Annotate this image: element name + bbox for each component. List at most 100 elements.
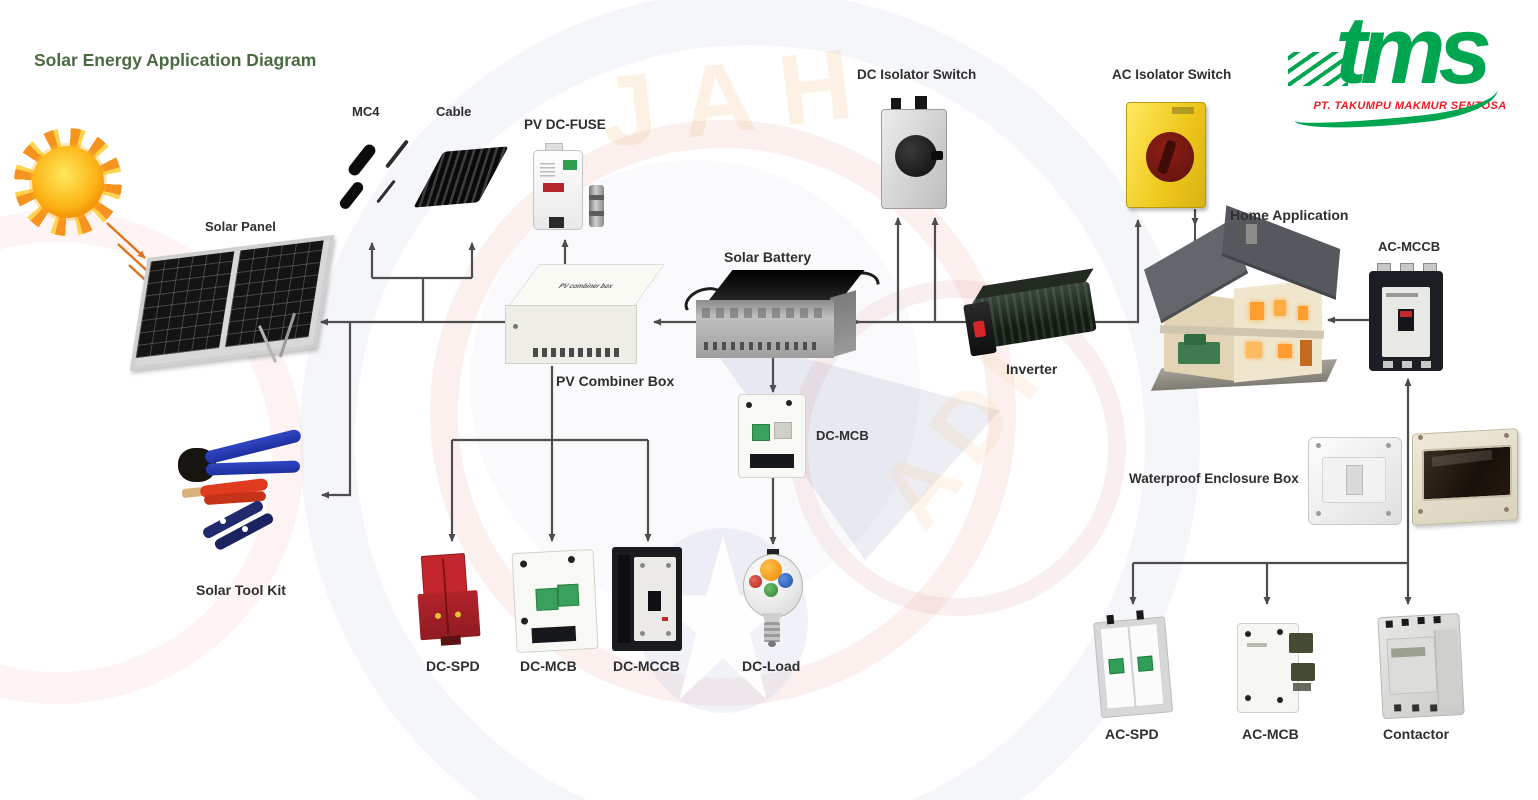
- mc4-connectors-image: [336, 138, 410, 226]
- dc-mcb-screw: [786, 400, 792, 406]
- dc-mcb-green-toggle: [535, 588, 559, 611]
- house-window: [1278, 344, 1292, 358]
- beige-box-window: [1422, 444, 1512, 502]
- ac-mcb-screw: [1245, 695, 1251, 701]
- home-application-image: [1144, 205, 1342, 394]
- ac-isolator-label-strip: [1172, 107, 1194, 114]
- label-contactor: Contactor: [1383, 726, 1450, 742]
- dc-mcb-image: [511, 548, 599, 654]
- label-ac-mccb: AC-MCCB: [1378, 239, 1441, 254]
- bulb-screw-base: [764, 622, 780, 642]
- mc4-connector: [346, 142, 378, 178]
- ac-mcb-lever: [1293, 683, 1311, 691]
- inverter-rotated-group: [959, 260, 1112, 377]
- label-solar-battery: Solar Battery: [724, 249, 812, 265]
- combiner-vent-slots: [533, 348, 621, 357]
- dc-spd-image: [415, 552, 487, 650]
- contactor-label-band: [1391, 646, 1426, 658]
- label-dc-spd: DC-SPD: [426, 658, 480, 674]
- fuse-label-lines: [540, 163, 555, 178]
- solar-panel-frame: [129, 235, 335, 371]
- crimper-handle: [205, 460, 301, 476]
- fuse-cartridge: [589, 185, 604, 227]
- inverter-image: [963, 268, 1106, 366]
- combiner-knockout-dot: [513, 324, 518, 329]
- cable-bundle: [413, 146, 509, 208]
- dc-mccb-screw: [640, 631, 645, 636]
- label-dc-isolator: DC Isolator Switch: [857, 67, 977, 82]
- dc-mccb-left-column: [618, 555, 630, 643]
- dc-mccb-screw: [666, 631, 671, 636]
- isolator-knob: [895, 135, 937, 177]
- spanner-hole: [242, 526, 248, 532]
- label-mc4: MC4: [352, 104, 380, 119]
- white-box-screw: [1386, 443, 1391, 448]
- bulb-green-ball: [764, 583, 778, 597]
- logo-speed-lines-icon: [1288, 52, 1348, 86]
- label-home-application: Home Application: [1230, 207, 1349, 223]
- ac-spd-status-window: [1108, 658, 1125, 675]
- house-window: [1274, 300, 1286, 316]
- house-window: [1298, 306, 1308, 320]
- mc4-pin: [384, 139, 410, 169]
- mccb-label-line: [1386, 293, 1418, 297]
- sun-icon: [8, 122, 128, 242]
- ac-mcb-contact-block: [1289, 633, 1313, 653]
- contactor-terminal: [1430, 704, 1438, 712]
- white-box-screw: [1316, 511, 1321, 516]
- label-dc-mcb-battery: DC-MCB: [816, 428, 869, 443]
- ac-spd-image: [1092, 608, 1179, 724]
- solar-panel-cells-left: [135, 251, 235, 359]
- solar-tool-kit-image: [178, 428, 310, 564]
- beige-box-screw: [1504, 507, 1509, 512]
- contactor-image: [1375, 607, 1471, 726]
- dc-mcb-lever: [774, 422, 792, 439]
- logo-company-name: PT. TAKUMPU MAKMUR SENTOSA: [1313, 100, 1507, 113]
- solar-battery-image: [696, 270, 868, 366]
- spanner-hole: [220, 518, 226, 524]
- label-ac-isolator: AC Isolator Switch: [1112, 67, 1232, 82]
- label-waterproof-box: Waterproof Enclosure Box: [1129, 471, 1299, 486]
- house-door: [1300, 340, 1312, 366]
- connector-lines: [320, 209, 1412, 605]
- label-dc-load: DC-Load: [742, 658, 801, 674]
- ac-mcb-label-line: [1247, 643, 1267, 647]
- bulb-base-tip: [768, 641, 776, 647]
- label-cable: Cable: [436, 104, 472, 119]
- isolator-terminal: [915, 96, 927, 111]
- mccb-bottom-contact: [1383, 361, 1393, 368]
- label-solar-tool-kit: Solar Tool Kit: [196, 582, 286, 598]
- isolator-knob-handle: [931, 151, 943, 160]
- dc-mcb-bottom-rail: [531, 626, 577, 644]
- beige-box-screw: [1504, 433, 1509, 438]
- dc-mcb-screw: [567, 555, 576, 564]
- label-solar-panel: Solar Panel: [205, 219, 276, 234]
- dc-mcb-screw: [519, 560, 528, 568]
- solar-panel-image: [118, 235, 335, 371]
- dc-mccb-image: [610, 547, 686, 655]
- ac-isolator-switch-image: [1122, 96, 1210, 214]
- mccb-red-indicator: [1400, 311, 1412, 317]
- company-logo: tms PT. TAKUMPU MAKMUR SENTOSA: [1286, 2, 1534, 144]
- label-dc-mcb: DC-MCB: [520, 658, 577, 674]
- ac-mcb-contact-block: [1291, 663, 1315, 681]
- label-inverter: Inverter: [1006, 361, 1058, 377]
- inverter-power-switch: [972, 320, 987, 338]
- contactor-face: [1386, 636, 1438, 695]
- house-window: [1250, 302, 1264, 320]
- label-ac-spd: AC-SPD: [1105, 726, 1159, 742]
- dc-mccb-screw: [666, 563, 671, 568]
- contactor-terminal: [1417, 616, 1425, 625]
- contactor-terminal: [1385, 620, 1393, 628]
- contactor-terminal: [1401, 618, 1409, 627]
- beige-box-screw: [1418, 509, 1423, 514]
- dc-mccb-toggle: [648, 591, 661, 611]
- ac-spd-status-window: [1137, 655, 1154, 672]
- house-green-equipment: [1184, 334, 1206, 345]
- bulb-red-ball: [749, 575, 762, 588]
- dc-mcb-screw: [746, 402, 752, 408]
- label-pv-dc-fuse: PV DC-FUSE: [524, 117, 606, 132]
- label-pv-combiner-box: PV Combiner Box: [556, 373, 675, 389]
- mc4-connector: [337, 179, 366, 212]
- mccb-bottom-contact: [1402, 361, 1412, 368]
